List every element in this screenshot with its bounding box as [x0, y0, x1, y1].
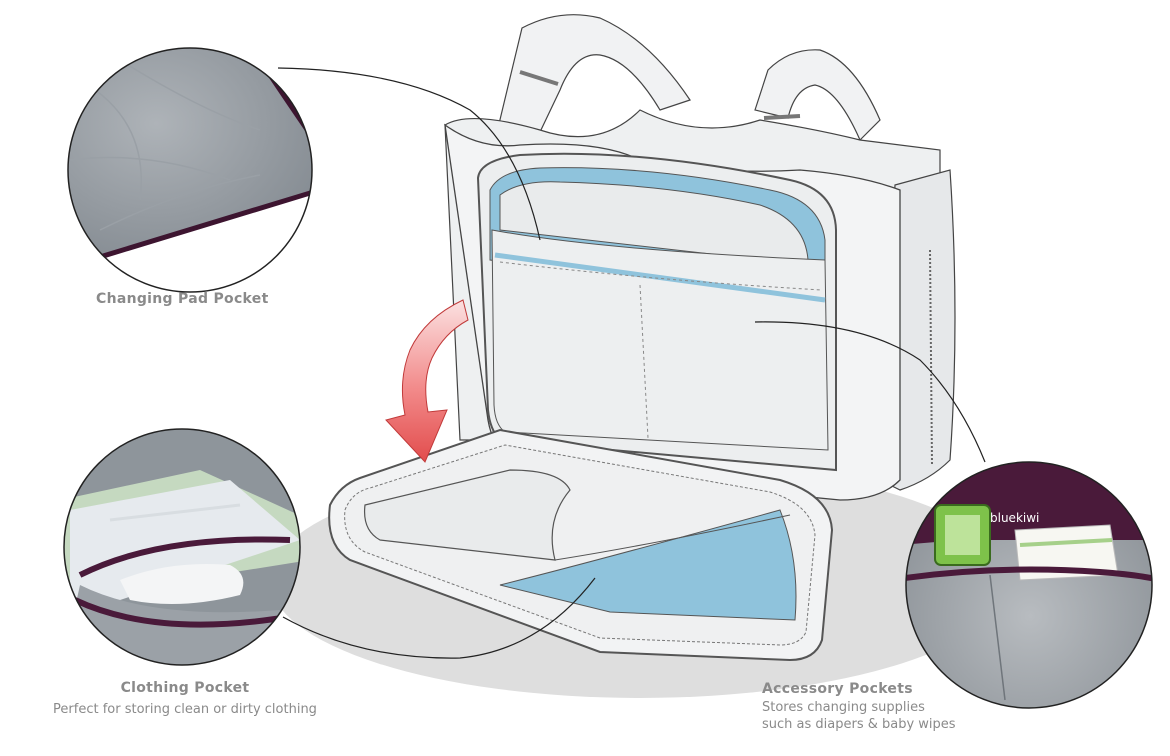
bag-strap-left [497, 14, 691, 133]
changing-pad-detail-photo [67, 47, 313, 293]
flap-blue-pocket [499, 509, 797, 621]
clothing-pocket-description: Perfect for storing clean or dirty cloth… [53, 702, 317, 717]
bluekiwi-logo: bluekiwi [990, 511, 1039, 525]
changing-pad-title: Changing Pad Pocket [96, 291, 269, 307]
clothing-pocket-detail-photo [63, 428, 301, 666]
leader-line-accessory [754, 321, 986, 463]
rotate-down-arrow-icon [385, 299, 469, 463]
accessory-pockets-description-line1: Stores changing supplies [762, 700, 925, 715]
leader-line-clothing [282, 577, 596, 659]
flap-changing-pad [363, 469, 571, 561]
accessory-pockets-title: Accessory Pockets [762, 681, 913, 697]
clothing-pocket-title: Clothing Pocket [120, 680, 250, 696]
accessory-pockets-description-line2: such as diapers & baby wipes [762, 717, 956, 732]
accessory-pockets-detail-photo: bluekiwi [905, 461, 1153, 709]
accessory-pockets-caption: Accessory Pockets Stores changing suppli… [762, 681, 956, 733]
diaper-bag [328, 14, 956, 662]
clothing-pocket-caption: Clothing Pocket Perfect for storing clea… [20, 680, 350, 718]
front-pocket-panel [491, 229, 829, 451]
leader-line-changing-pad [277, 67, 541, 241]
changing-pad-caption: Changing Pad Pocket [96, 288, 269, 307]
